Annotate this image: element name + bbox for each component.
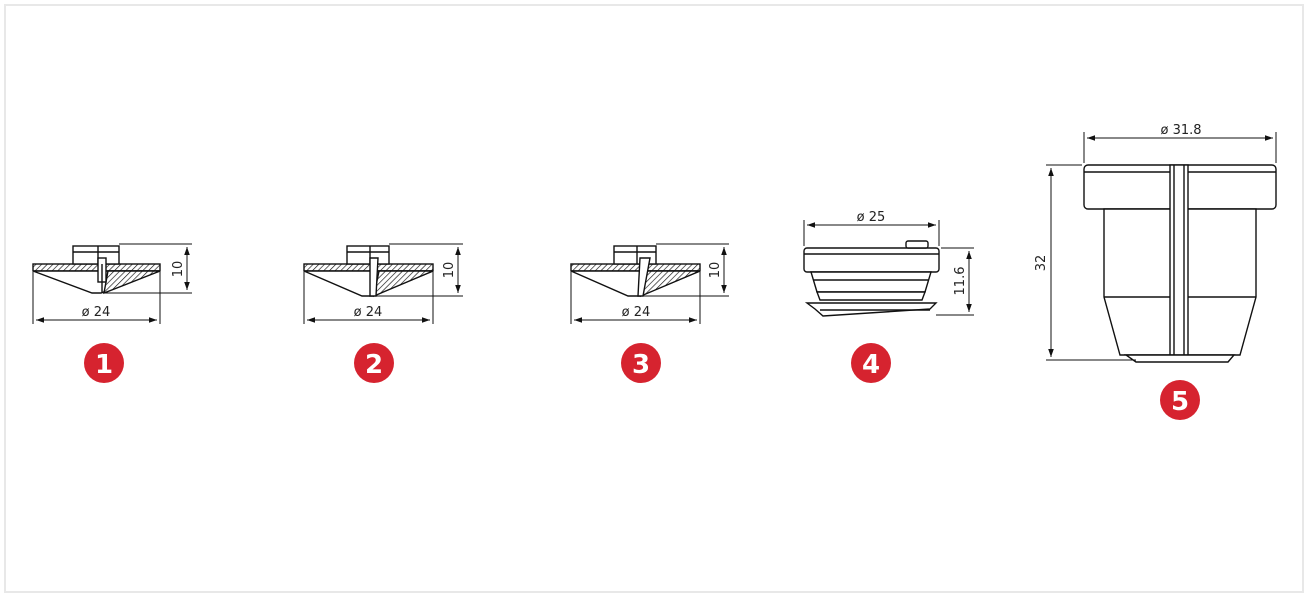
part-3-number: 3 [632, 350, 650, 380]
nozzle-2-drawing [303, 245, 434, 298]
nozzle-5-drawing [1083, 164, 1277, 363]
nozzle-2-height-label: 10 [442, 262, 457, 279]
nozzle-3-drawing [570, 245, 701, 298]
part-5-number: 5 [1171, 387, 1189, 417]
part-5-badge: 5 [1160, 380, 1200, 420]
nozzle-4-drawing [803, 240, 940, 317]
nozzle-4-diameter-label: ø 25 [857, 210, 886, 225]
part-1-badge: 1 [84, 343, 124, 383]
nozzle-1-dimensions [32, 243, 192, 324]
nozzle-3-dimensions [570, 243, 729, 324]
nozzle-4-dimensions [803, 220, 974, 316]
diagram-frame [4, 4, 1304, 593]
nozzle-2-dimensions [303, 243, 463, 324]
nozzle-4-height-label: 11.6 [953, 267, 968, 296]
nozzle-5-height-label: 32 [1034, 255, 1049, 272]
nozzle-1-drawing [32, 245, 161, 295]
part-3-badge: 3 [621, 343, 661, 383]
nozzle-2-diameter-label: ø 24 [354, 305, 383, 320]
nozzle-5-dimensions [1046, 132, 1277, 361]
part-2-badge: 2 [354, 343, 394, 383]
nozzle-1-height-label: 10 [171, 261, 186, 278]
nozzle-3-diameter-label: ø 24 [622, 305, 651, 320]
part-2-number: 2 [365, 350, 383, 380]
nozzle-3-height-label: 10 [708, 262, 723, 279]
part-4-number: 4 [862, 350, 880, 380]
nozzle-5-diameter-label: ø 31.8 [1160, 123, 1201, 138]
nozzle-1-diameter-label: ø 24 [82, 305, 111, 320]
part-1-number: 1 [95, 350, 113, 380]
part-4-badge: 4 [851, 343, 891, 383]
